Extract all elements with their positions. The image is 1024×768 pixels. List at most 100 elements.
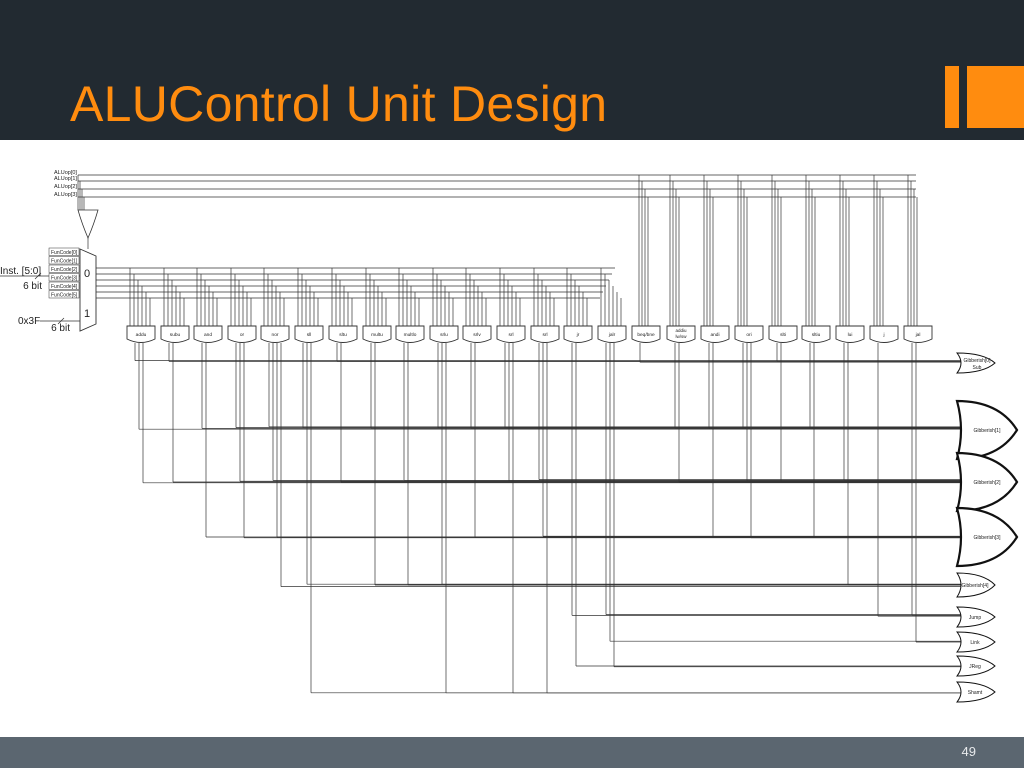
decoder-gate	[260, 325, 290, 343]
decoder-label: srl	[508, 332, 513, 338]
funcode-label: FunCode[0]	[51, 250, 78, 256]
decoder-label: beq/bne	[637, 332, 655, 338]
decoder-gate	[869, 325, 899, 343]
decoder-gate	[530, 325, 560, 343]
output-label: Gibberish[4]	[962, 583, 990, 589]
inst-width-label: 6 bit	[23, 281, 42, 292]
const-width-label: 6 bit	[51, 323, 70, 334]
output-or-gate	[955, 399, 1019, 461]
decoder-label: jr	[576, 332, 580, 338]
decoder-gate	[801, 325, 831, 343]
decoder-gate	[768, 325, 798, 343]
decoder-label: lui	[848, 332, 853, 338]
decoder-gate	[597, 325, 627, 343]
const-input-label: 0x3F	[18, 316, 40, 327]
decoder-gate	[294, 325, 324, 343]
decoder-label: j	[882, 332, 884, 338]
funcode-box	[48, 290, 80, 299]
content-area: addu subu and or nor sll sltu multu multlo srlu sr…	[0, 140, 1024, 737]
decoder-gate	[462, 325, 492, 343]
decoder-gate	[666, 325, 696, 343]
title-accent-bars	[945, 66, 1024, 128]
aluop-label: ALUop[0]	[54, 170, 77, 176]
aluop-label: ALUop[2]	[54, 184, 77, 190]
output-label: Gibberish[0]	[964, 358, 992, 364]
output-label: Sub	[973, 365, 982, 371]
decoder-gate	[395, 325, 425, 343]
decoder-gate	[563, 325, 593, 343]
decoder-label: jalr	[608, 332, 616, 338]
funcode-box	[48, 256, 80, 265]
decoder-label: addu	[136, 332, 147, 338]
decoder-label: or	[240, 332, 245, 338]
decoder-label: lw/sw	[676, 334, 688, 339]
decoder-label: srl	[542, 332, 547, 338]
output-or-gate	[955, 606, 996, 628]
decoder-gate	[496, 325, 526, 343]
decoder-gate	[835, 325, 865, 343]
decoder-gate	[700, 325, 730, 343]
decoder-gate	[227, 325, 257, 343]
decoder-gate	[903, 325, 933, 343]
mux-body	[79, 248, 97, 332]
wires	[0, 174, 961, 694]
decoder-gate	[328, 325, 358, 343]
output-or-gate	[955, 451, 1019, 513]
decoder-label: sll	[307, 332, 312, 338]
decoder-label: jal	[915, 332, 921, 338]
output-label: Gibberish[2]	[974, 480, 1002, 486]
funcode-label: FunCode[5]	[51, 292, 78, 298]
decoder-gate	[631, 325, 661, 343]
funcode-label: FunCode[2]	[51, 267, 78, 273]
decoder-label: multlo	[404, 332, 417, 338]
decoder-gate	[734, 325, 764, 343]
decoder-gate	[160, 325, 190, 343]
decoder-gate	[362, 325, 392, 343]
decoder-label: srlu	[440, 332, 448, 338]
gates: addu subu and or nor sll sltu multu multlo srlu sr…	[48, 209, 1019, 703]
output-label: Gibberish[3]	[974, 535, 1002, 541]
output-or-gate	[956, 572, 996, 598]
output-or-gate	[955, 631, 996, 653]
inst-input-label: Inst. [5:0]	[0, 266, 41, 277]
output-or-gate	[955, 506, 1019, 568]
decoder-label: srlv	[473, 332, 481, 338]
decoder-label: nor	[272, 332, 279, 338]
accent-bar-wide	[967, 66, 1024, 128]
slide-title: ALUControl Unit Design	[70, 76, 608, 132]
page-number: 49	[961, 744, 976, 759]
const-width-slash	[57, 317, 65, 325]
decoder-label: slti	[780, 332, 786, 338]
accent-bar-thin	[945, 66, 959, 128]
funcode-label: FunCode[3]	[51, 275, 78, 281]
decoder-label: ori	[746, 332, 751, 338]
aluop-or-gate	[77, 209, 99, 240]
output-label: Link	[970, 640, 980, 646]
decoder-label: multu	[371, 332, 383, 338]
decoder-label: subu	[170, 332, 181, 338]
decoder-label: sltiu	[812, 332, 821, 338]
funcode-box	[48, 247, 80, 256]
output-label: Gibberish[1]	[974, 428, 1002, 434]
decoder-label: andi	[710, 332, 719, 338]
output-label: Jump	[969, 615, 981, 621]
funcode-box	[48, 264, 80, 273]
output-label: Shamt	[968, 690, 983, 696]
decoder-label: and	[204, 332, 212, 338]
output-label: JReg	[969, 664, 981, 670]
inst-width-slash	[34, 272, 42, 280]
decoder-gate	[126, 325, 156, 343]
funcode-box	[48, 281, 80, 290]
decoder-gate	[193, 325, 223, 343]
footer-band: 49	[0, 737, 1024, 768]
output-or-gate	[955, 681, 996, 703]
alucontrol-circuit-diagram: addu subu and or nor sll sltu multu multlo srlu sr…	[0, 170, 1019, 703]
aluop-label: ALUop[1]	[54, 176, 77, 182]
labels: ALUop[0]ALUop[1]ALUop[2]ALUop[3]01Inst. …	[0, 170, 90, 334]
decoder-label: sltu	[339, 332, 347, 338]
output-or-gate	[955, 655, 996, 677]
decoder-label: addiu	[675, 328, 687, 333]
funcode-box	[48, 273, 80, 282]
funcode-label: FunCode[4]	[51, 284, 78, 290]
aluop-label: ALUop[3]	[54, 192, 77, 198]
